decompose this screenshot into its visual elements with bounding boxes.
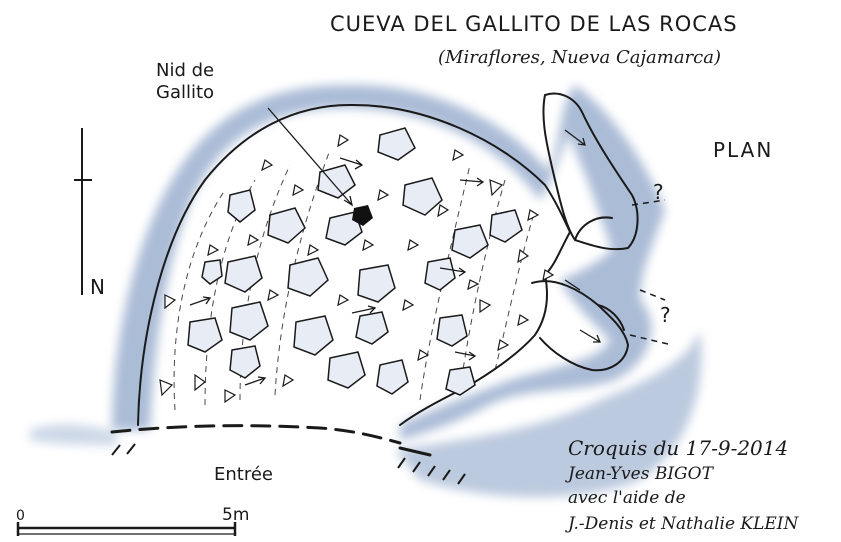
- map-title: CUEVA DEL GALLITO DE LAS ROCAS: [330, 12, 738, 36]
- north-arrow: [74, 128, 92, 295]
- entrance-label: Entrée: [214, 464, 273, 485]
- credit-help: avec l'aide de: [568, 488, 686, 508]
- credit-date: Croquis du 17-9-2014: [568, 436, 789, 460]
- nest-leader: [267, 107, 353, 207]
- north-label: N: [90, 275, 105, 299]
- scale-bar: [16, 522, 237, 536]
- rock-shading: [30, 84, 702, 497]
- rubble: [159, 134, 555, 404]
- entrance-drip-line: [110, 424, 432, 457]
- map-subtitle: (Miraflores, Nueva Cajamarca): [438, 47, 721, 68]
- nest-marker: [352, 205, 373, 226]
- plan-label: PLAN: [713, 138, 774, 162]
- boulders: [187, 127, 523, 396]
- entrance-ticks: [111, 443, 466, 485]
- unknown-mark-upper: ?: [653, 180, 664, 204]
- unknown-mark-lower: ?: [660, 303, 671, 327]
- unexplored-passages: [629, 199, 673, 346]
- cave-outline: [137, 92, 639, 426]
- credit-helpers: J.-Denis et Nathalie KLEIN: [568, 514, 799, 534]
- slope-arrows: [189, 129, 601, 386]
- scale-end-label: 5m: [222, 505, 250, 525]
- credit-author: Jean-Yves BIGOT: [568, 464, 713, 484]
- nest-label: Nid de Gallito: [156, 60, 215, 103]
- scale-start-label: 0: [16, 508, 25, 524]
